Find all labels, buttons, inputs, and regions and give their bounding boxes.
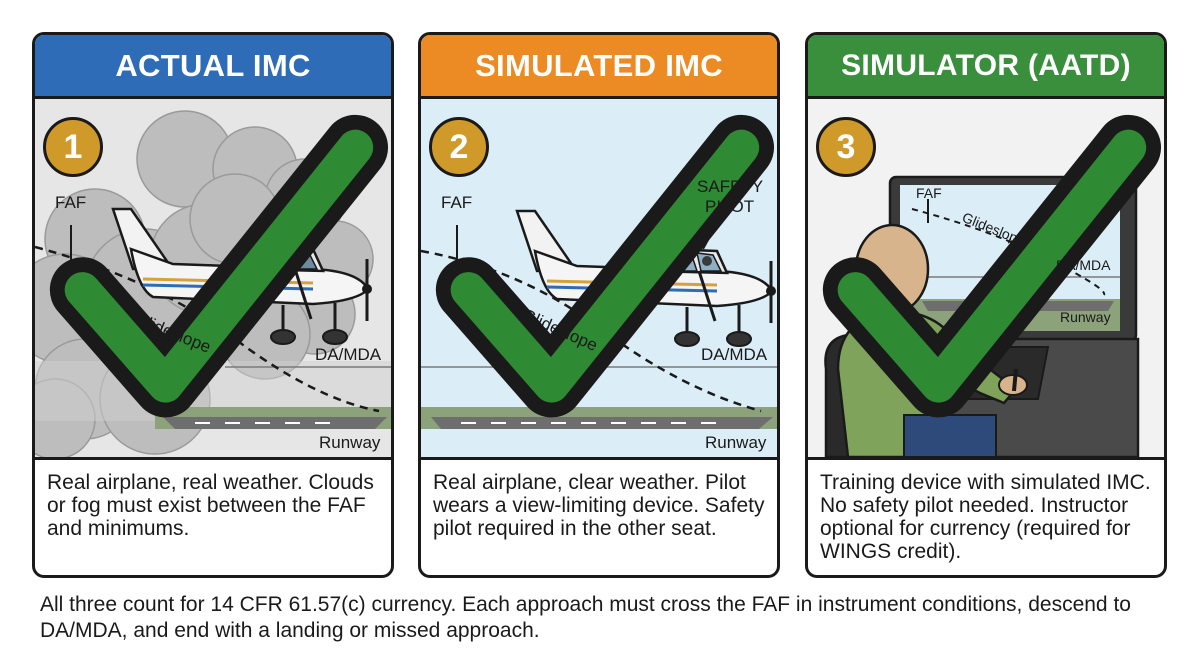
simulated-imc-panel: SIMULATED IMC [418, 32, 780, 578]
safety-pilot-label-line2: PILOT [705, 197, 755, 216]
step-number-badge: 3 [816, 117, 876, 177]
actual-imc-description: Real airplane, real weather. Clouds or f… [47, 471, 374, 540]
checkmark-icon [822, 114, 1162, 418]
actual-imc-header: ACTUAL IMC [35, 35, 391, 99]
actual-imc-panel: ACTUAL IMC [32, 32, 394, 578]
safety-pilot-label-line1: SAFETY [697, 177, 764, 196]
simulated-imc-description: Real airplane, clear weather. Pilot wear… [433, 471, 765, 540]
simulated-imc-header: SIMULATED IMC [421, 35, 777, 99]
faf-label: FAF [55, 193, 87, 212]
simulator-panel: SIMULATOR (AATD) 3 [805, 32, 1167, 578]
da-mda-label: DA/MDA [701, 345, 768, 364]
runway-label: Runway [705, 433, 767, 452]
simulator-scene: 3 FAF Glideslope DA/MDA Runway [808, 99, 1164, 460]
currency-footnote: All three count for 14 CFR 61.57(c) curr… [40, 593, 1131, 642]
simulator-header: SIMULATOR (AATD) [808, 35, 1164, 99]
simulator-description: Training device with simulated IMC. No s… [820, 471, 1151, 563]
da-mda-label: DA/MDA [1056, 257, 1111, 273]
actual-imc-scene: 1 FAF Glideslope DA/MDA Runway [35, 99, 391, 460]
checkmark-icon [49, 114, 389, 418]
runway-label: Runway [319, 433, 381, 452]
faf-label: FAF [441, 193, 473, 212]
checkmark-icon [435, 114, 775, 418]
faf-label: FAF [916, 185, 942, 201]
runway-label: Runway [1060, 309, 1111, 325]
step-number-badge: 2 [429, 117, 489, 177]
da-mda-label: DA/MDA [315, 345, 382, 364]
simulated-imc-scene: 2 FAF SAFETY PILOT Glideslope DA/MDA Run… [421, 99, 777, 460]
step-number-badge: 1 [43, 117, 103, 177]
